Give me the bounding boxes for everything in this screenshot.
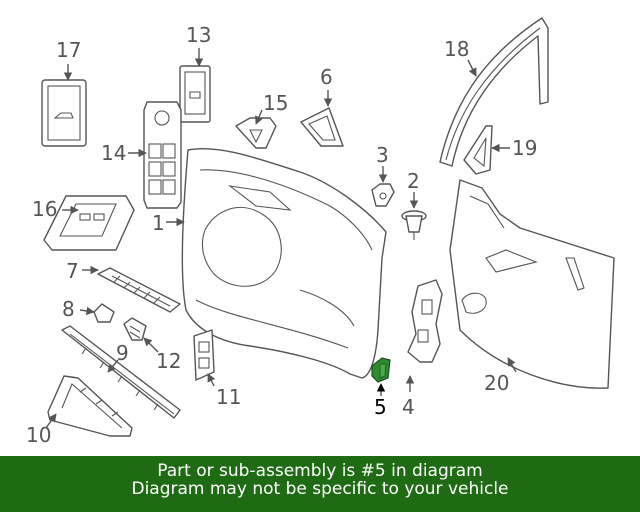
part-11-switch-module xyxy=(193,329,215,381)
part-13-switch-cover xyxy=(179,65,211,123)
callout-15: 15 xyxy=(263,91,288,115)
part-16-switch-panel xyxy=(43,195,135,251)
footer-line-1: Part or sub-assembly is #5 in diagram xyxy=(157,461,483,481)
callout-2: 2 xyxy=(407,169,420,193)
callout-20: 20 xyxy=(484,371,509,395)
callout-4: 4 xyxy=(402,395,415,419)
callout-9: 9 xyxy=(116,341,129,365)
callout-6: 6 xyxy=(320,65,333,89)
callout-11: 11 xyxy=(216,385,241,409)
part-15-trim xyxy=(235,117,277,149)
part-5-highlighted xyxy=(371,357,391,383)
footer-banner: Part or sub-assembly is #5 in diagram Di… xyxy=(0,456,640,512)
callout-10: 10 xyxy=(26,423,51,447)
footer-line-2: Diagram may not be specific to your vehi… xyxy=(131,479,509,499)
callout-14: 14 xyxy=(101,141,126,165)
part-14-window-switch xyxy=(143,101,182,209)
part-3-clip xyxy=(371,183,395,207)
part-19-corner-trim xyxy=(463,125,493,175)
part-10-lower-trim xyxy=(47,375,133,437)
part-8-clip xyxy=(93,303,115,323)
parts-diagram: 17 13 14 16 15 6 xyxy=(26,17,615,447)
callout-3: 3 xyxy=(376,143,389,167)
callout-12: 12 xyxy=(156,349,181,373)
part-2-push-pin xyxy=(401,210,427,240)
part-20-inner-door-panel xyxy=(449,179,615,389)
callout-19: 19 xyxy=(512,136,537,160)
callout-13: 13 xyxy=(186,23,211,47)
part-4-bracket xyxy=(407,279,443,363)
part-7-vent-strip xyxy=(97,267,181,313)
part-18-frame-trim xyxy=(439,17,549,167)
callout-17: 17 xyxy=(56,38,81,62)
part-1-door-trim-panel xyxy=(181,148,387,379)
callout-7: 7 xyxy=(66,259,79,283)
callout-16: 16 xyxy=(32,197,57,221)
callout-1: 1 xyxy=(152,211,165,235)
part-12-vent xyxy=(123,317,147,341)
callout-8: 8 xyxy=(62,297,75,321)
part-17-panel xyxy=(41,79,87,147)
callout-5: 5 xyxy=(374,395,387,419)
part-9-trim-strip xyxy=(61,325,181,419)
callout-18: 18 xyxy=(444,37,469,61)
part-6-cover xyxy=(300,107,344,147)
